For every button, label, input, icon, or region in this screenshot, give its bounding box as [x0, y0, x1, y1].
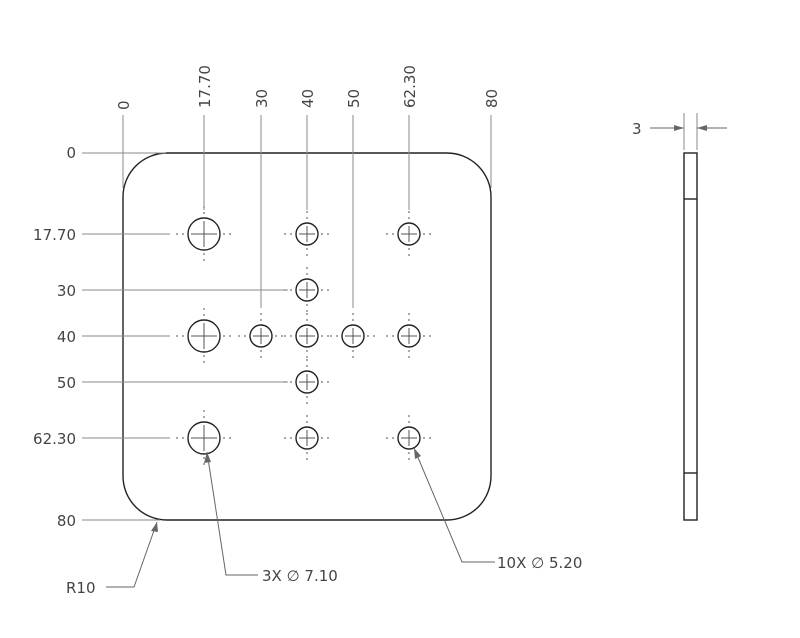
large-hole-callout-text: 3X ∅ 7.10 [262, 567, 338, 585]
holes [176, 206, 432, 466]
top-dim-80: 80 [483, 89, 501, 108]
side-view: 3 [632, 113, 727, 521]
side-view-outline [683, 152, 698, 521]
hole-circle [295, 370, 319, 394]
left-dim-0: 0 [66, 144, 76, 162]
hole-circle [187, 421, 221, 455]
hole-circle [397, 222, 421, 246]
small-hole [330, 313, 376, 359]
top-dim-62-30: 62.30 [401, 65, 419, 108]
large-hole [176, 206, 232, 262]
hole-circle [295, 222, 319, 246]
hole-circle [187, 319, 221, 353]
left-dim-50: 50 [57, 374, 76, 392]
large-hole [176, 410, 232, 466]
small-hole [284, 267, 330, 313]
small-hole [386, 415, 432, 461]
left-ordinate-dimensions: 0 17.70 30 40 50 62.30 80 [33, 144, 288, 530]
small-hole [284, 359, 330, 405]
small-hole-callout-text: 10X ∅ 5.20 [497, 554, 582, 572]
top-dim-17-70: 17.70 [196, 65, 214, 108]
small-hole [284, 415, 330, 461]
hole-circle [397, 324, 421, 348]
hole-circle [249, 324, 273, 348]
left-dim-80: 80 [57, 512, 76, 530]
top-dim-0: 0 [115, 100, 133, 110]
thickness-dim-text: 3 [632, 120, 642, 138]
small-hole [284, 211, 330, 257]
callout-large-holes: 3X ∅ 7.10 [204, 451, 338, 585]
callout-small-holes: 10X ∅ 5.20 [413, 447, 582, 572]
top-ordinate-dimensions: 0 17.70 30 40 50 62.30 80 [115, 65, 501, 308]
hole-circle [295, 278, 319, 302]
radius-callout-text: R10 [66, 579, 96, 597]
left-dim-62-30: 62.30 [33, 430, 76, 448]
top-dim-30: 30 [253, 89, 271, 108]
hole-circle [295, 324, 319, 348]
left-dim-40: 40 [57, 328, 76, 346]
left-dim-30: 30 [57, 282, 76, 300]
hole-circle [295, 426, 319, 450]
left-dim-17-70: 17.70 [33, 226, 76, 244]
small-hole [386, 313, 432, 359]
hole-circle [397, 426, 421, 450]
top-dim-50: 50 [345, 89, 363, 108]
hole-circle [341, 324, 365, 348]
small-hole [238, 313, 284, 359]
small-hole [386, 211, 432, 257]
callout-radius: R10 [66, 521, 158, 597]
large-hole [176, 308, 232, 364]
small-hole [284, 313, 330, 359]
hole-circle [187, 217, 221, 251]
top-dim-40: 40 [299, 89, 317, 108]
